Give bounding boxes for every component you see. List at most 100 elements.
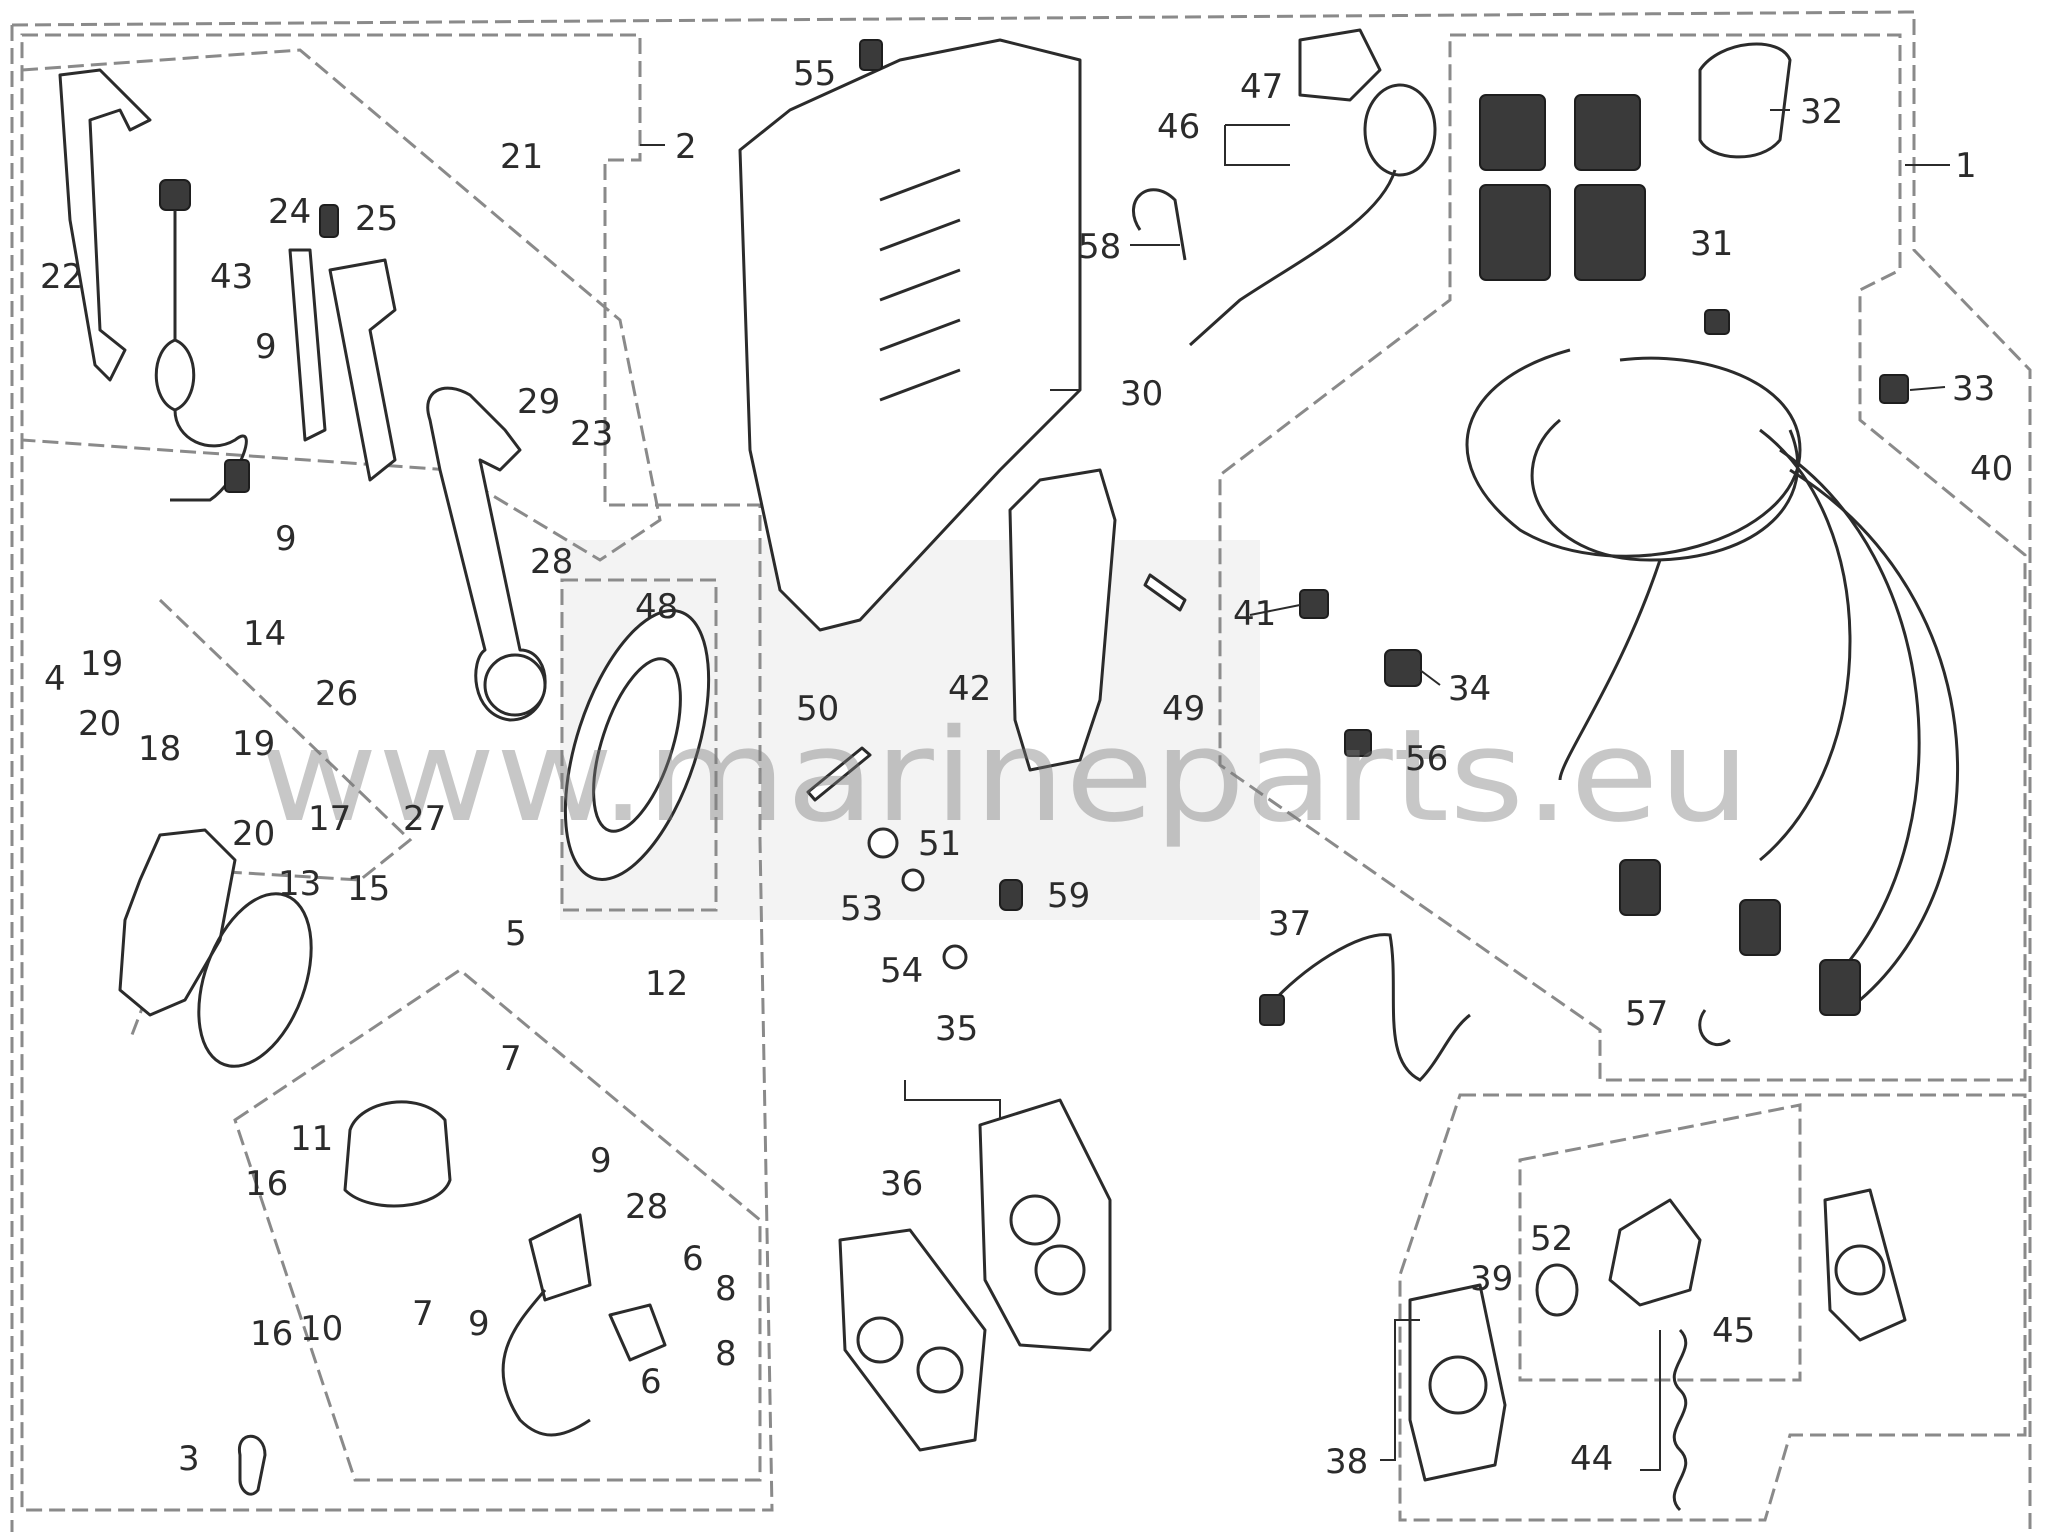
callout-8a: 8 bbox=[715, 1269, 737, 1309]
harness-connector-a bbox=[1479, 94, 1546, 171]
switch-panel-cover bbox=[838, 1228, 987, 1452]
callout-9c: 9 bbox=[590, 1141, 612, 1181]
remote-control-box-frame bbox=[20, 33, 774, 1512]
junction-box-ribs bbox=[879, 168, 961, 402]
harness-branch-4 bbox=[1558, 559, 1662, 781]
callout-56: 56 bbox=[1405, 739, 1448, 779]
lanyard-coil bbox=[1672, 1328, 1688, 1512]
harness-connector-b bbox=[1574, 94, 1641, 171]
group-frames bbox=[10, 10, 2032, 1532]
callout-3: 3 bbox=[178, 1439, 200, 1479]
switch-frame bbox=[233, 968, 762, 1482]
callout-28a: 28 bbox=[530, 542, 573, 582]
callout-9a: 9 bbox=[255, 327, 277, 367]
callout-47: 47 bbox=[1240, 67, 1283, 107]
stop-switch-mount-hole bbox=[1834, 1244, 1886, 1296]
fuse-wire bbox=[1188, 169, 1397, 347]
connector-34 bbox=[1384, 649, 1422, 687]
callout-44: 44 bbox=[1570, 1439, 1613, 1479]
main-harness-coil bbox=[1465, 348, 1802, 558]
main-harness-coil-2 bbox=[1530, 418, 1800, 562]
callout-59: 59 bbox=[1047, 876, 1090, 916]
sensor-wire bbox=[154, 210, 248, 502]
harness-branch-3 bbox=[1789, 468, 1960, 1002]
switch-panel-hole-1 bbox=[1009, 1194, 1061, 1246]
callout-40: 40 bbox=[1970, 449, 2013, 489]
callout-26: 26 bbox=[315, 674, 358, 714]
callout-29: 29 bbox=[517, 382, 560, 422]
callout-17: 17 bbox=[308, 799, 351, 839]
callout-53: 53 bbox=[840, 889, 883, 929]
callout-51: 51 bbox=[918, 824, 961, 864]
stop-switch-body bbox=[1608, 1198, 1702, 1307]
connector-31 bbox=[1704, 309, 1730, 335]
switch-cam bbox=[608, 1303, 667, 1362]
outer-frame bbox=[10, 10, 2032, 1532]
callout-14: 14 bbox=[243, 614, 286, 654]
start-switch-frame bbox=[1518, 1103, 1802, 1382]
neutral-switch bbox=[528, 1213, 592, 1302]
leader-lines bbox=[640, 109, 1950, 1471]
connector-33 bbox=[1879, 374, 1909, 404]
neutral-switch-wire bbox=[501, 1289, 591, 1437]
callout-45: 45 bbox=[1712, 1311, 1755, 1351]
callout-37: 37 bbox=[1268, 904, 1311, 944]
cap-32 bbox=[1698, 42, 1792, 159]
callout-32: 32 bbox=[1800, 92, 1843, 132]
clip-55 bbox=[859, 39, 883, 71]
callout-8b: 8 bbox=[715, 1334, 737, 1374]
watermark-text: www.marineparts.eu bbox=[260, 702, 1750, 851]
bolt-49 bbox=[1143, 573, 1187, 612]
cable-clip bbox=[238, 1434, 267, 1496]
callout-49: 49 bbox=[1162, 689, 1205, 729]
callout-19a: 19 bbox=[80, 644, 123, 684]
sensor-plug bbox=[159, 179, 191, 211]
switch-panel-hole-2 bbox=[1034, 1244, 1086, 1296]
callout-31: 31 bbox=[1690, 224, 1733, 264]
lever-slide-plate bbox=[328, 258, 397, 482]
callout-48: 48 bbox=[635, 587, 678, 627]
snap-ring bbox=[197, 892, 313, 1068]
harness-frame bbox=[1218, 33, 2027, 1082]
callout-16b: 16 bbox=[250, 1314, 293, 1354]
callout-23: 23 bbox=[570, 414, 613, 454]
clip-57 bbox=[1698, 1009, 1731, 1047]
harness-branch-2 bbox=[1779, 448, 1921, 961]
callout-9d: 9 bbox=[468, 1304, 490, 1344]
nut-51 bbox=[867, 827, 899, 859]
callout-7a: 7 bbox=[500, 1039, 522, 1079]
switch-housing bbox=[343, 1100, 452, 1208]
harness-connector-c bbox=[1479, 184, 1551, 281]
lever-hub bbox=[483, 653, 547, 717]
trim-relay-module bbox=[1008, 468, 1117, 772]
callout-2: 2 bbox=[675, 127, 697, 167]
switch-wire-plug bbox=[1259, 994, 1285, 1026]
callout-36: 36 bbox=[880, 1164, 923, 1204]
callout-55: 55 bbox=[793, 54, 836, 94]
control-base bbox=[118, 828, 237, 1017]
callout-9b: 9 bbox=[275, 519, 297, 559]
callout-38: 38 bbox=[1325, 1442, 1368, 1482]
callout-1: 1 bbox=[1955, 146, 1977, 186]
callout-10: 10 bbox=[300, 1309, 343, 1349]
callout-12: 12 bbox=[645, 964, 688, 1004]
callout-13: 13 bbox=[278, 864, 321, 904]
harness-plug-b bbox=[1739, 899, 1781, 956]
callout-7b: 7 bbox=[412, 1294, 434, 1334]
grommet-clip bbox=[1132, 188, 1187, 261]
connector-56 bbox=[1344, 729, 1372, 757]
stop-switch-nut bbox=[1535, 1263, 1579, 1317]
callout-16a: 16 bbox=[245, 1164, 288, 1204]
callout-18: 18 bbox=[138, 729, 181, 769]
callout-58: 58 bbox=[1078, 227, 1121, 267]
callout-20a: 20 bbox=[78, 704, 121, 744]
callout-39: 39 bbox=[1470, 1259, 1513, 1299]
callout-24: 24 bbox=[268, 192, 311, 232]
callout-15: 15 bbox=[347, 869, 390, 909]
harness-plug-a bbox=[1619, 859, 1661, 916]
callout-43: 43 bbox=[210, 257, 253, 297]
callout-20b: 20 bbox=[232, 814, 275, 854]
fuse-holder-cap bbox=[1298, 28, 1382, 102]
sensor-connector bbox=[224, 459, 250, 493]
callout-4: 4 bbox=[44, 659, 66, 699]
